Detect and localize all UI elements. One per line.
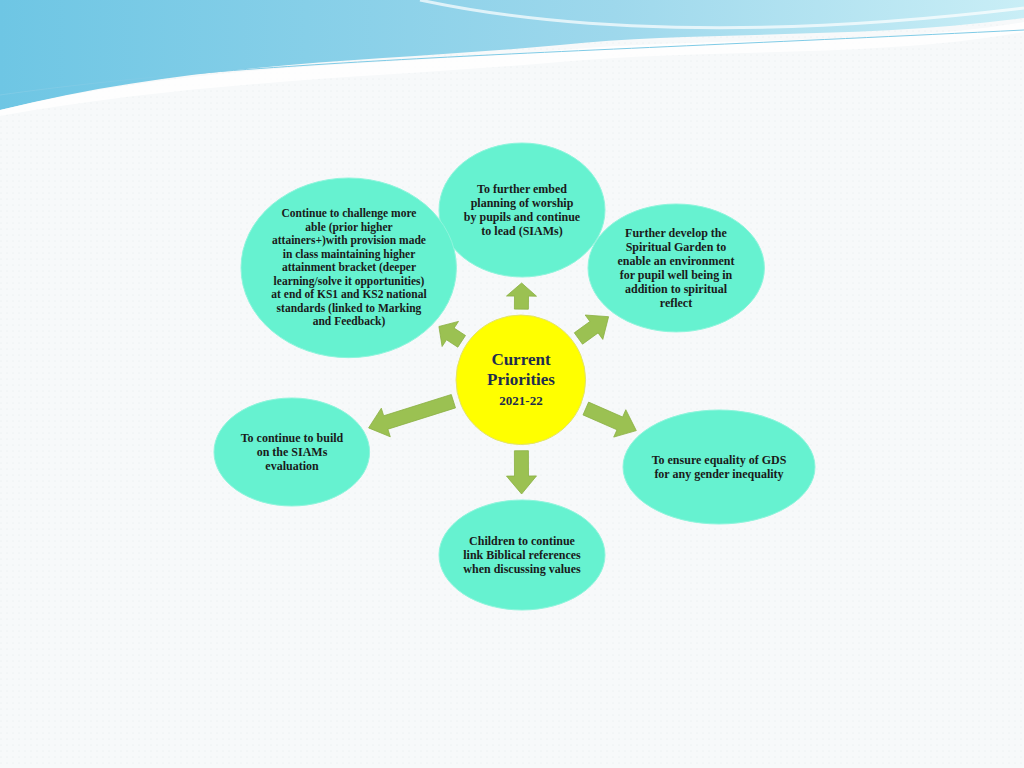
hub-circle: Current Priorities 2021-22 <box>455 314 587 446</box>
text-holder: To continue to build on the SIAMs evalua… <box>236 431 348 473</box>
priority-text: Continue to challenge more able (prior h… <box>270 207 428 329</box>
priority-ellipse: To further embed planning of worship by … <box>438 142 606 278</box>
text-holder: To ensure equality of GDS for any gender… <box>649 453 789 481</box>
priority-text: To ensure equality of GDS for any gender… <box>649 453 789 481</box>
text-holder: Current Priorities 2021-22 <box>475 350 567 409</box>
priority-ellipse: Children to continue link Biblical refer… <box>438 499 606 611</box>
hub-year: 2021-22 <box>475 392 567 409</box>
block-arrow <box>583 402 636 437</box>
block-arrow <box>369 395 456 437</box>
priority-ellipse: To continue to build on the SIAMs evalua… <box>213 397 371 507</box>
text-holder: To further embed planning of worship by … <box>463 182 581 238</box>
block-arrow <box>507 451 537 494</box>
priority-ellipse: Continue to challenge more able (prior h… <box>240 177 457 359</box>
block-arrow <box>439 321 466 347</box>
hub-heading: Current Priorities <box>475 350 567 390</box>
priority-ellipse: Further develop the Spiritual Garden to … <box>587 203 765 333</box>
text-holder: Children to continue link Biblical refer… <box>463 534 581 576</box>
priority-text: To continue to build on the SIAMs evalua… <box>236 431 348 473</box>
text-holder: Further develop the Spiritual Garden to … <box>612 226 740 310</box>
block-arrow <box>507 283 537 309</box>
priority-text: Further develop the Spiritual Garden to … <box>612 226 740 310</box>
priority-text: Children to continue link Biblical refer… <box>463 534 581 576</box>
block-arrow <box>574 315 608 344</box>
priority-text: To further embed planning of worship by … <box>463 182 581 238</box>
text-holder: Continue to challenge more able (prior h… <box>270 207 428 329</box>
priority-ellipse: To ensure equality of GDS for any gender… <box>622 409 816 525</box>
